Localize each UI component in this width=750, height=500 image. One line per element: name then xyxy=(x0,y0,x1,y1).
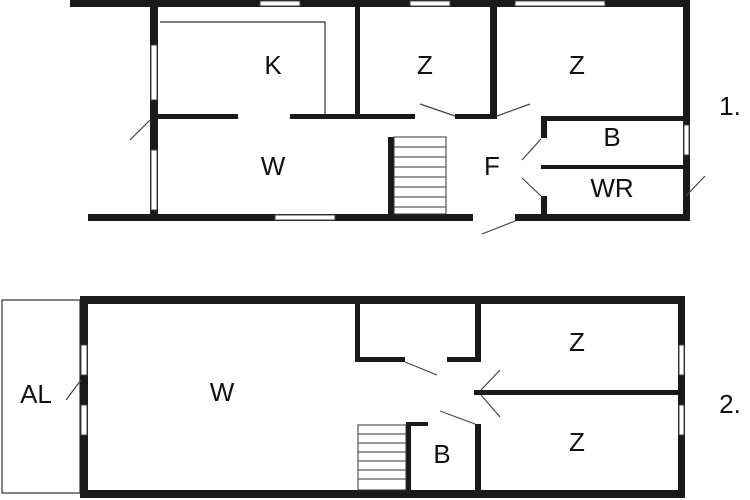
window xyxy=(274,214,336,221)
wall xyxy=(541,116,690,121)
door-swing xyxy=(439,410,476,425)
wall xyxy=(447,357,480,362)
stairs-1 xyxy=(393,136,447,215)
door-swing xyxy=(480,369,501,391)
room-label-balcony: AL xyxy=(20,379,52,409)
door-swing xyxy=(65,379,82,401)
wall xyxy=(70,0,690,7)
wall xyxy=(290,114,415,119)
wall xyxy=(150,0,158,221)
room-label-bath: B xyxy=(433,439,450,469)
wall xyxy=(475,424,481,492)
window xyxy=(150,44,158,101)
room-label-room2: Z xyxy=(569,50,585,80)
window xyxy=(80,344,88,376)
room-label-wc: WR xyxy=(590,173,633,203)
room-label-room2: Z xyxy=(569,427,585,457)
door-swing xyxy=(129,119,151,141)
counter-line xyxy=(160,21,326,114)
room-label-living: W xyxy=(210,377,235,407)
door-swing xyxy=(685,175,706,197)
door-swing xyxy=(521,138,542,161)
room-label-hall: F xyxy=(484,151,500,181)
window xyxy=(150,149,158,211)
room-label-living: W xyxy=(261,151,286,181)
wall xyxy=(678,296,685,498)
wall xyxy=(541,116,547,138)
door-swing xyxy=(496,103,531,117)
room-label-room1: Z xyxy=(417,50,433,80)
wall xyxy=(388,137,394,217)
window xyxy=(683,124,690,156)
door-swing xyxy=(404,361,438,376)
window xyxy=(80,404,88,436)
wall xyxy=(541,196,547,218)
wall xyxy=(158,114,238,119)
door-swing xyxy=(480,394,501,418)
door-swing xyxy=(521,177,542,197)
window xyxy=(409,0,451,7)
wall xyxy=(515,214,690,221)
floor-label-1: 1. xyxy=(719,91,741,121)
wall xyxy=(80,296,685,304)
wall xyxy=(474,390,682,395)
wall xyxy=(490,7,497,119)
wall xyxy=(683,0,690,221)
stairs-2 xyxy=(357,424,407,491)
door-swing xyxy=(481,220,516,235)
balcony xyxy=(1,299,81,494)
room-label-bath: B xyxy=(603,122,620,152)
door-swing xyxy=(419,103,456,117)
wall xyxy=(80,296,88,498)
wall xyxy=(541,165,690,169)
window xyxy=(678,344,685,376)
wall xyxy=(475,304,481,362)
wall xyxy=(455,114,495,119)
window xyxy=(259,0,301,7)
window xyxy=(678,404,685,436)
wall xyxy=(406,422,428,426)
floor-1: K Z Z W F B WR 1. xyxy=(70,0,741,235)
room-label-room1: Z xyxy=(569,327,585,357)
wall xyxy=(80,490,685,498)
wall xyxy=(355,304,360,362)
room-label-kitchen: K xyxy=(264,50,282,80)
floor-label-2: 2. xyxy=(719,389,741,419)
floor-2: AL W Z Z B 2. xyxy=(1,296,741,498)
window xyxy=(514,0,606,7)
wall xyxy=(355,357,405,362)
wall xyxy=(355,7,360,119)
wall xyxy=(406,422,411,492)
